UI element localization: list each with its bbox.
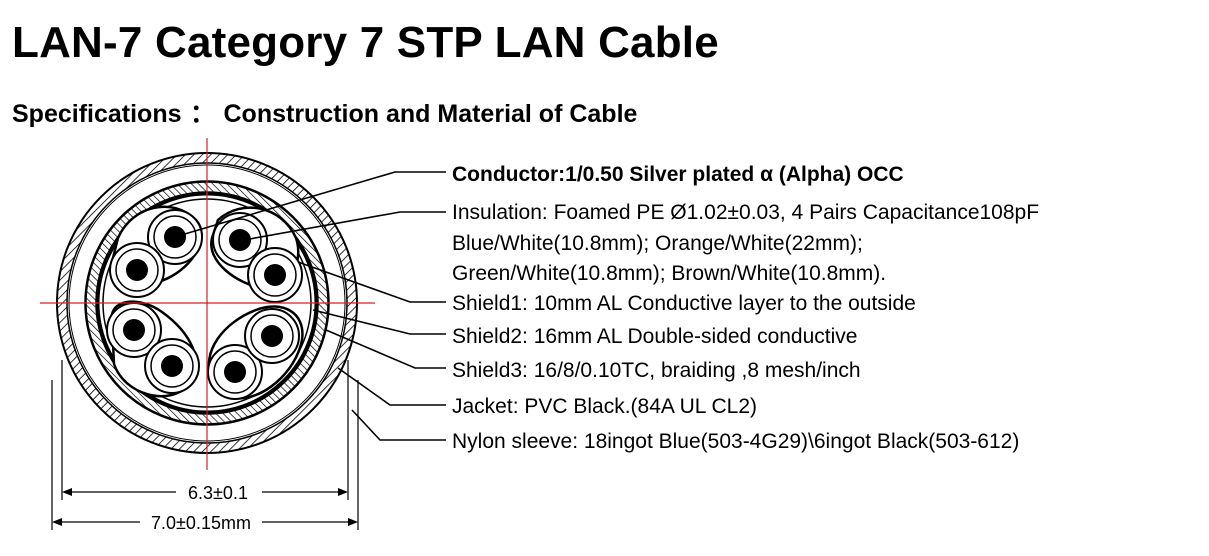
insulation-label: Insulation: Foamed PE Ø1.02±0.03, 4 Pair…: [452, 201, 1040, 224]
shield1-label: Shield1: 10mm AL Conductive layer to the…: [452, 292, 916, 315]
subtitle-separator: ：: [189, 100, 215, 128]
insulation-label-line2: Blue/White(10.8mm); Orange/White(22mm);: [452, 232, 863, 255]
inner-diameter-label: 6.3±0.1: [188, 483, 248, 503]
pair-bottom-left: [106, 300, 200, 398]
pair-top-right: [210, 206, 303, 303]
pair-top-left: [109, 205, 203, 298]
subtitle-right: Construction and Material of Cable: [223, 100, 638, 128]
subtitle-left: Specifications: [12, 100, 182, 128]
subtitle: Specifications： Construction and Material…: [12, 94, 637, 130]
leader-lines: [177, 171, 446, 441]
shield2-label: Shield2: 16mm AL Double-sided conductive: [452, 325, 858, 348]
insulation-label-line3: Green/White(10.8mm); Brown/White(10.8mm)…: [452, 262, 887, 285]
nylon-sleeve-label: Nylon sleeve: 18ingot Blue(503-4G29)\6in…: [452, 430, 1020, 453]
shield3-label: Shield3: 16/8/0.10TC, braiding ,8 mesh/i…: [452, 359, 861, 382]
dimension-arrows: [52, 488, 358, 526]
pair-bottom-right: [207, 305, 304, 400]
center-crosshair: [40, 138, 375, 470]
dimension-lines: [51, 360, 359, 530]
jacket-label: Jacket: PVC Black.(84A UL CL2): [452, 395, 758, 418]
page-title: LAN-7 Category 7 STP LAN Cable: [12, 18, 719, 67]
outer-diameter-label: 7.0±0.15mm: [151, 513, 251, 533]
conductor-label: Conductor:1/0.50 Silver plated α (Alpha)…: [452, 163, 904, 186]
